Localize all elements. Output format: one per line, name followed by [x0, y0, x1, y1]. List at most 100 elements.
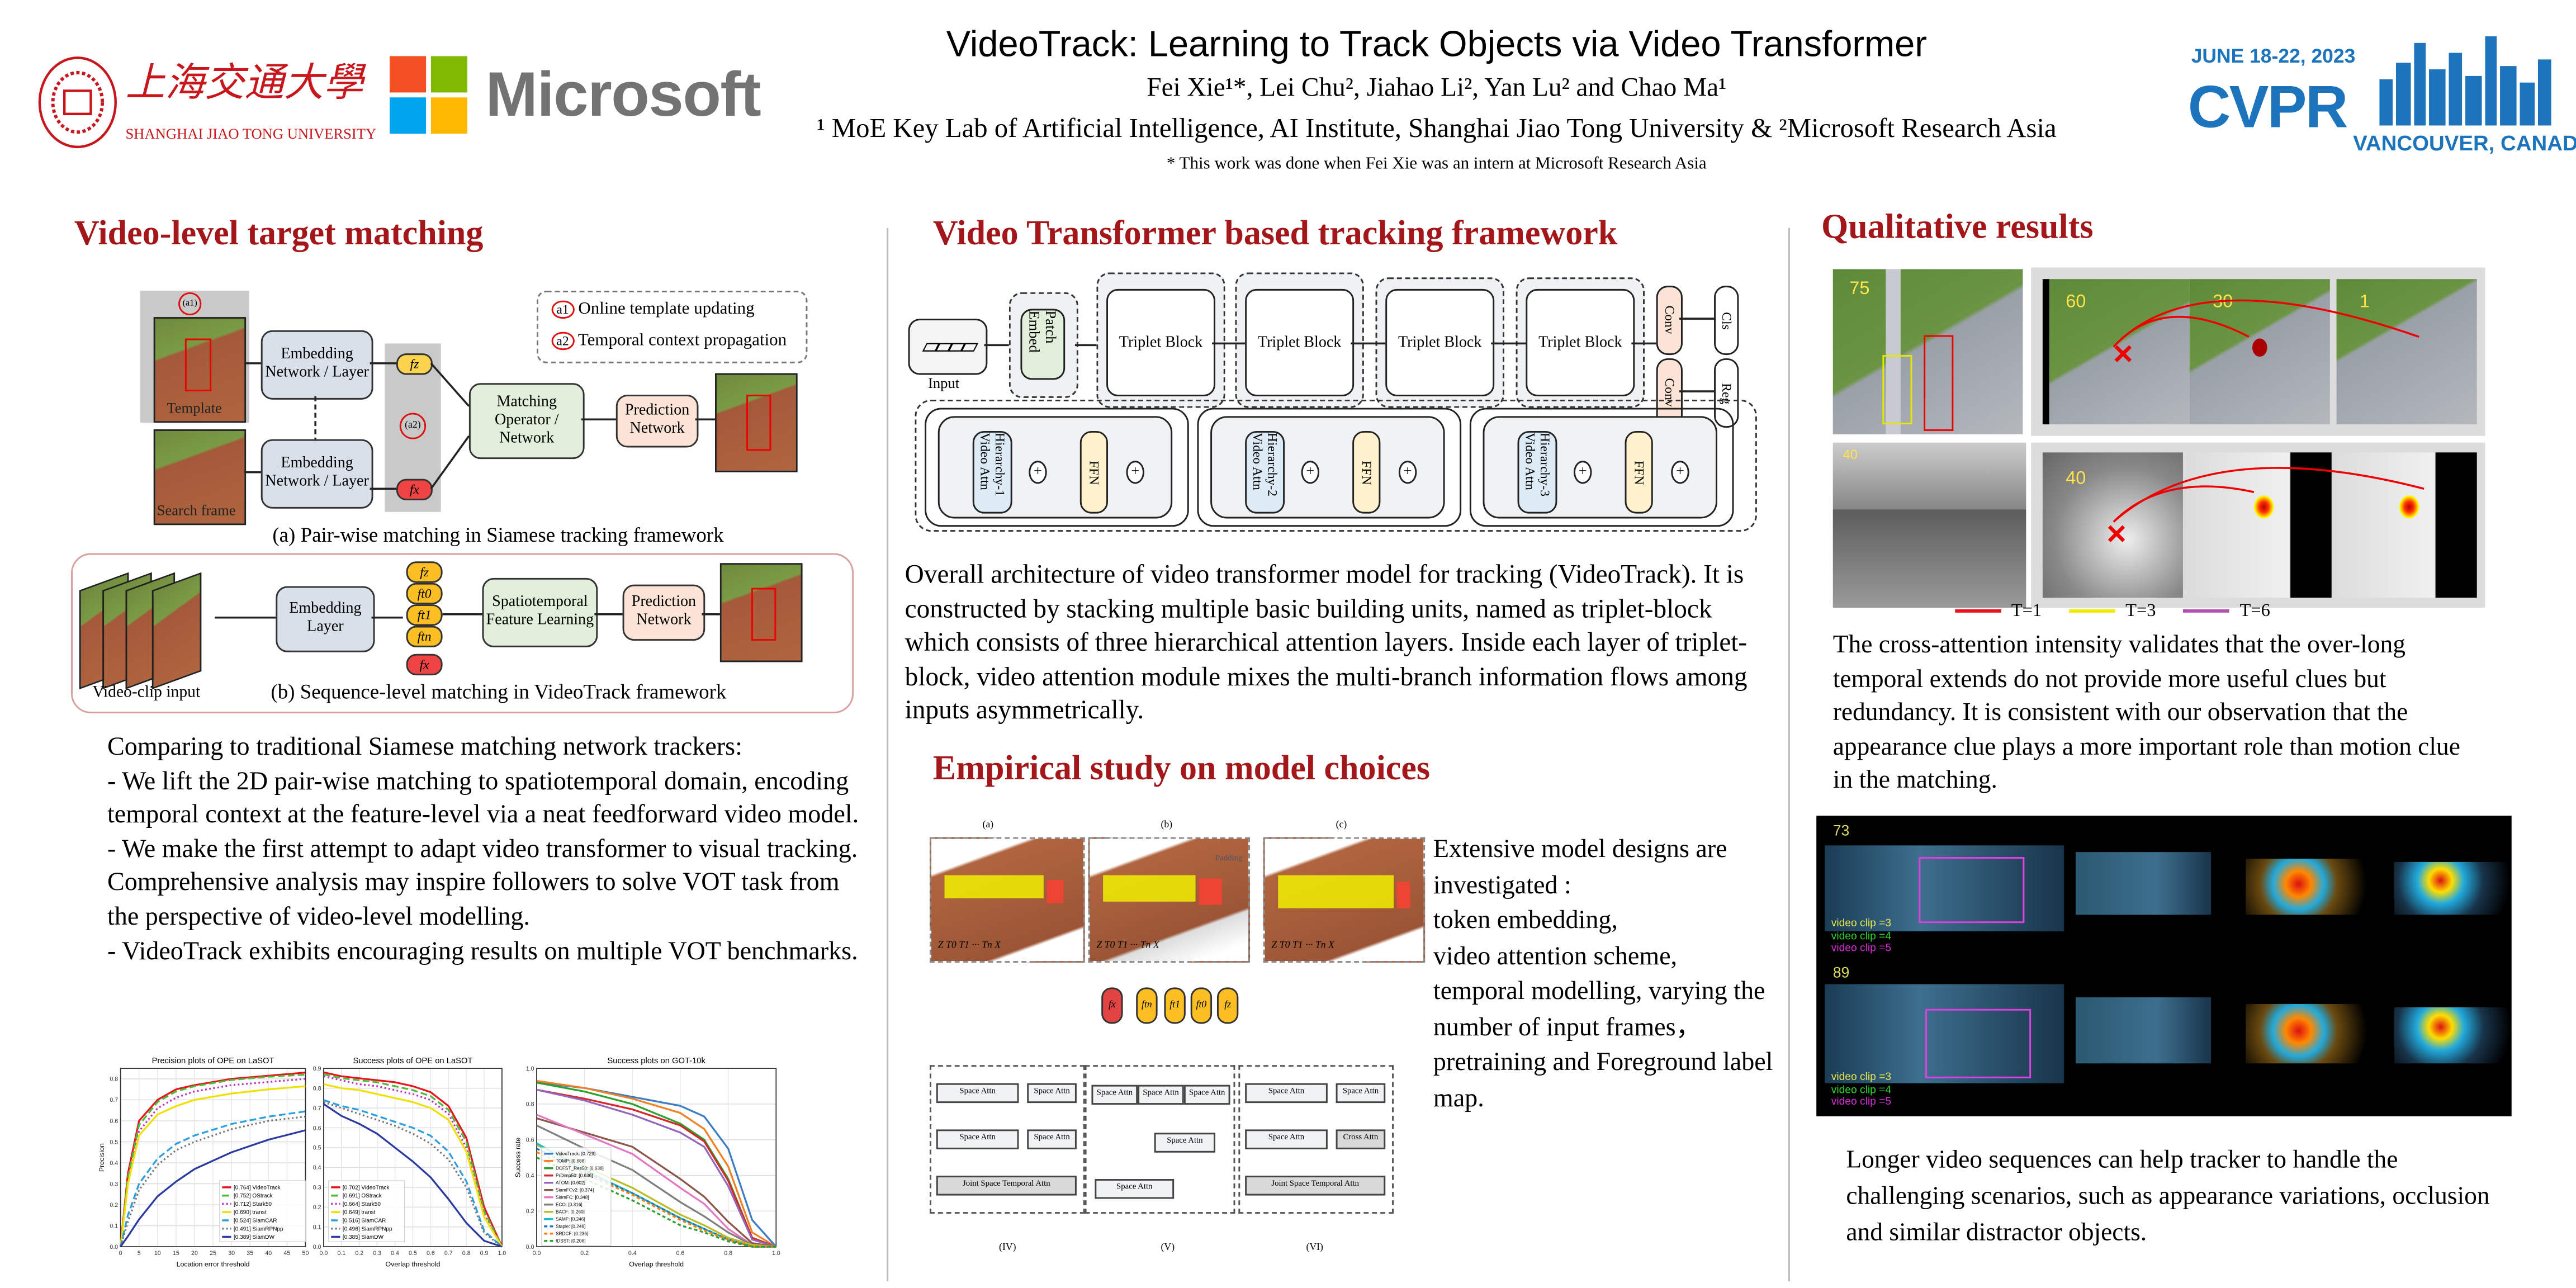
legend-online-template-updating: Online template updating	[578, 300, 755, 319]
frame-number: 89	[1832, 964, 1850, 981]
legend-label: [0.385] SiamDW	[343, 1234, 384, 1240]
frame-1-image: 1	[2336, 279, 2477, 425]
legend-label: [0.491] SiamRPNpp	[234, 1226, 283, 1232]
study-text-item: token embedding,	[1433, 906, 1618, 935]
column-divider-2	[1788, 228, 1790, 1282]
architecture-diagram: ▱▱▱▱ Input Patch Embed Triplet Block Tri…	[905, 264, 1764, 537]
series-line	[120, 1085, 306, 1247]
x-tick-label: 0.8	[724, 1250, 732, 1257]
triplet-block-2: Triplet Block	[1245, 288, 1355, 396]
a1-label: (a1)	[182, 299, 197, 309]
y-tick-label: 0.2	[110, 1202, 118, 1209]
a2-label: (a2)	[405, 421, 421, 431]
arrows-a	[244, 362, 715, 490]
chart-title: Success plots of OPE on LaSOT	[353, 1057, 472, 1066]
temporal-legend: T=1 T=3 T=6	[1932, 601, 2270, 622]
x-tick-label: 0.4	[391, 1250, 399, 1257]
template-image	[153, 317, 247, 423]
prediction-network-a: Prediction Network	[615, 394, 699, 448]
conv-reg: Conv	[1656, 358, 1683, 428]
y-tick-label: 0.9	[313, 1066, 321, 1072]
x-axis-label: Location error threshold	[177, 1261, 250, 1268]
y-tick-label: 0.5	[110, 1139, 118, 1145]
column-divider-1	[887, 228, 889, 1282]
legend-swatch-t3	[2069, 610, 2116, 614]
axis-labels-b: Z T0 T1 ··· Tn X	[1096, 941, 1159, 951]
poster-title: VideoTrack: Learning to Track Objects vi…	[946, 23, 1927, 65]
heatmap-t6-image	[2336, 452, 2477, 598]
template-label: Template	[167, 399, 222, 416]
attention-scheme-vi: Space Attn Space Attn Space Attn Cross A…	[1238, 1065, 1394, 1214]
caption-fig-a: (a) Pair-wise matching in Siamese tracki…	[272, 523, 724, 547]
text-intro: Comparing to traditional Siamese matchin…	[107, 733, 742, 761]
legend-label: [0.524] SiamCAR	[234, 1218, 277, 1224]
chart-title: Success plots on GOT-10k	[607, 1057, 705, 1066]
hierarchy-layer-1: Hierarchy-1 Video Attn + FFN +	[925, 408, 1189, 527]
legend-label: [0.649] transt	[343, 1210, 376, 1216]
affiliation: ¹ MoE Key Lab of Artificial Intelligence…	[816, 112, 2057, 144]
x-tick-label: 1.0	[772, 1250, 780, 1257]
legend-label: SiamFCv2: [0.374]	[556, 1188, 594, 1193]
x-tick-label: 0.5	[409, 1250, 417, 1257]
dark-frame-73: 73	[1816, 816, 2512, 964]
attention-panel-bottom: 40✕	[2031, 442, 2485, 608]
frame-60-image: 60✕	[2042, 279, 2190, 425]
x-tick-label: 15	[173, 1250, 179, 1257]
sjtu-seal-icon	[38, 56, 117, 149]
empirical-study-text: Extensive model designs are investigated…	[1433, 832, 1783, 1116]
caption-fig-b: (b) Sequence-level matching in VideoTrac…	[271, 680, 727, 704]
text-bullet-3: - VideoTrack exhibits encouraging result…	[107, 937, 858, 965]
attention-arrows-bottom	[2113, 467, 2425, 523]
token-fx: fx	[396, 479, 433, 501]
legend-label: [0.496] SiamRPNpp	[343, 1226, 392, 1232]
x-tick-label: 20	[191, 1250, 198, 1257]
legend-t6: T=6	[2239, 601, 2270, 621]
study-text-item: pretraining and Foreground label map.	[1433, 1048, 1773, 1112]
y-tick-label: 0.6	[526, 1137, 534, 1144]
hierarchy-3-video-attn: Hierarchy-3 Video Attn	[1517, 430, 1557, 514]
study-token-fz: fz	[1216, 987, 1239, 1024]
legend-box	[328, 1180, 405, 1242]
legend-label: SRDCF: [0.236]	[556, 1232, 588, 1237]
y-tick-label: 0.0	[110, 1244, 118, 1251]
series-line	[323, 1083, 503, 1247]
triplet-block-4: Triplet Block	[1526, 288, 1635, 396]
y-axis-label: Precision	[98, 1143, 106, 1172]
study-token-fx: fx	[1101, 987, 1123, 1024]
search-frame-label: Search frame	[157, 501, 236, 519]
study-token-ftn: ftn	[1136, 987, 1158, 1024]
y-tick-label: 0.5	[313, 1145, 321, 1152]
qualitative-text-2: Longer video sequences can help tracker …	[1846, 1145, 2490, 1247]
frame-30-image: 30	[2189, 279, 2330, 425]
y-tick-label: 0.3	[110, 1181, 118, 1187]
plot-frame	[120, 1068, 306, 1248]
y-axis-label: Success rate	[514, 1138, 522, 1178]
input-label: Input	[928, 375, 960, 392]
frame-75-image: 75	[1832, 269, 2023, 434]
legend-swatch-t6	[2184, 610, 2230, 614]
matching-operator: Matching Operator / Network	[468, 383, 585, 460]
legend-box-a: a1 Online template updating a2 Temporal …	[536, 290, 808, 363]
legend-label: [0.516] SiamCAR	[343, 1218, 386, 1224]
y-tick-label: 0.4	[313, 1164, 321, 1171]
legend-box	[219, 1180, 306, 1242]
hierarchy-2-video-attn: Hierarchy-2 Video Attn	[1245, 430, 1285, 514]
panel-c-label: (c)	[1336, 821, 1347, 831]
conv-cls: Conv	[1656, 286, 1683, 356]
hierarchy-layer-2: Hierarchy-2 Video Attn + FFN +	[1197, 408, 1462, 527]
legend-label: [0.691] OStrack	[343, 1193, 382, 1199]
series-line	[536, 1117, 776, 1248]
legend-label: PrDimp50: [0.636]	[556, 1173, 593, 1178]
legend-label: [0.764] VideoTrack	[234, 1185, 281, 1191]
attention-scheme-iv: Space Attn Space Attn Space Attn Space A…	[929, 1065, 1085, 1214]
y-tick-label: 0.1	[110, 1223, 118, 1229]
x-axis-label: Overlap threshold	[629, 1261, 684, 1268]
qualitative-figure: 75 60✕ 30 1 40 40✕	[1832, 264, 2527, 608]
y-tick-label: 0.2	[313, 1204, 321, 1211]
cvpr-logo: JUNE 18-22, 2023 CVPR VANCOUVER, CANADA	[2188, 30, 2576, 165]
y-tick-label: 0.7	[313, 1105, 321, 1112]
chart-title: Precision plots of OPE on LaSOT	[152, 1057, 274, 1066]
input-frames-icon: ▱▱▱▱	[908, 319, 988, 375]
scheme-v-label: (V)	[1161, 1243, 1175, 1253]
x-tick-label: 0.6	[427, 1250, 435, 1257]
